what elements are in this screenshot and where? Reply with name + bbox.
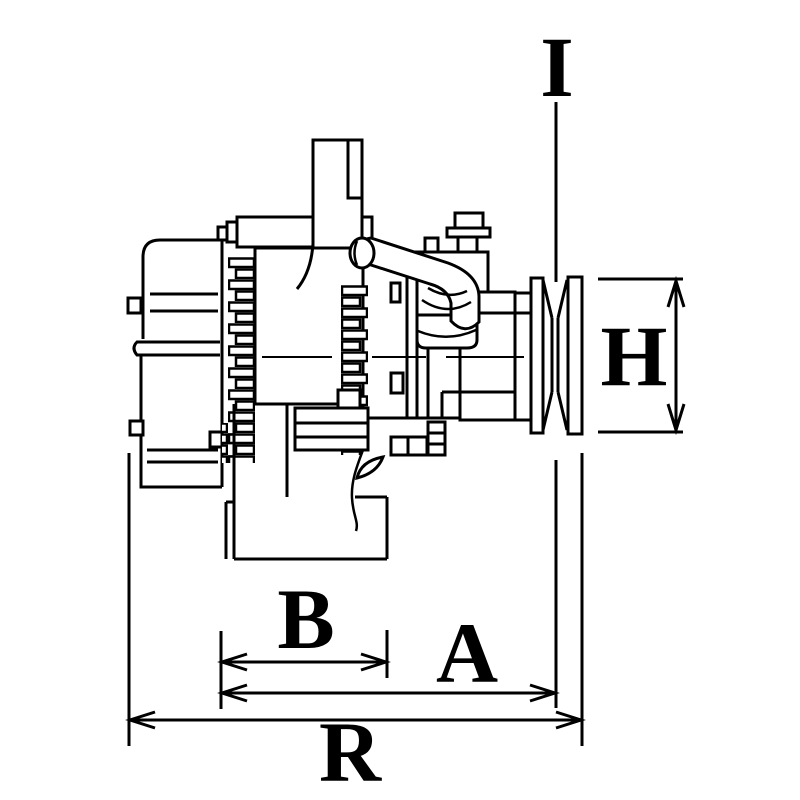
- ear-tab: [336, 388, 362, 410]
- rear-housing-block: [208, 430, 224, 449]
- ear-body: [293, 406, 370, 452]
- dimension-I: I: [540, 19, 574, 708]
- pulley-flange-right: [566, 275, 584, 436]
- dimension-R: R: [125, 453, 586, 800]
- dim-h-extension-lines: [598, 277, 683, 434]
- pulley-flange-left: [529, 276, 545, 435]
- ear-detail-lines: [295, 421, 368, 439]
- boss-nub: [216, 225, 229, 242]
- fin-stack-rear-lower: [222, 423, 233, 463]
- dimension-B: B: [217, 571, 391, 709]
- dim-label-i: I: [540, 19, 573, 115]
- housing-step: [423, 236, 440, 252]
- mounting-bracket-top: [295, 138, 364, 290]
- mounting-foot: [224, 404, 389, 561]
- terminal-bolt: [423, 211, 492, 254]
- dim-h-arrow-down: [666, 403, 686, 436]
- front-bolt-washer-3: [426, 442, 447, 457]
- dim-h-arrow-up: [666, 275, 686, 308]
- dimension-H: H: [598, 275, 686, 436]
- dim-r-extension-lines: [127, 453, 584, 746]
- dim-b-arrow-right: [360, 652, 391, 672]
- dim-label-b: B: [277, 571, 334, 667]
- drive-housing-lug-lower: [389, 371, 405, 395]
- dim-a-arrow-right: [529, 683, 560, 703]
- dimension-A: A: [217, 605, 560, 703]
- cooling-fins-rear: [222, 257, 255, 463]
- bracket-post: [311, 138, 364, 250]
- elbow-inner-arc-1: [427, 286, 468, 297]
- front-bearing-detail-lines: [440, 311, 531, 418]
- rear-housing-lip: [132, 340, 220, 357]
- rear-housing-lower-outline: [139, 355, 222, 489]
- dim-b-arrow-left: [217, 652, 248, 672]
- dim-a-arrow-left: [217, 683, 248, 703]
- hose-end-inner-arc: [353, 240, 359, 266]
- lower-mounting-ear: [293, 388, 370, 452]
- front-feet: [389, 420, 447, 457]
- dim-label-a: A: [436, 605, 498, 701]
- rear-housing-detail-lines: [147, 292, 218, 464]
- front-foot-right: [406, 435, 429, 457]
- dim-r-arrow-left: [125, 710, 156, 730]
- rear-housing-tab-lower: [128, 419, 145, 437]
- bolt-head: [453, 211, 485, 230]
- rear-housing: [126, 238, 224, 489]
- rear-housing-tab-upper: [126, 296, 143, 315]
- dim-r-arrow-right: [555, 710, 586, 730]
- pulley: [529, 275, 584, 436]
- elbow-band-line: [417, 328, 477, 338]
- tongue-shape: [354, 455, 386, 481]
- dim-label-r: R: [319, 704, 382, 800]
- front-foot-left: [389, 435, 410, 457]
- bolt-stem: [456, 235, 479, 254]
- wire-curve: [350, 449, 365, 532]
- bracket-curve: [295, 243, 315, 290]
- front-bolt-washer-1: [426, 420, 447, 435]
- front-bolt-washer-2: [426, 431, 447, 446]
- dim-b-extension-lines: [219, 630, 389, 709]
- dim-label-h: H: [601, 308, 668, 404]
- rear-housing-outline: [141, 238, 222, 339]
- foot-outline: [224, 404, 389, 561]
- hose-elbow: [348, 236, 481, 350]
- pulley-v-groove: [541, 279, 569, 431]
- bracket-notch: [346, 141, 361, 200]
- elbow-inner-arc-2: [421, 298, 472, 311]
- drive-housing-lug-upper: [389, 281, 402, 304]
